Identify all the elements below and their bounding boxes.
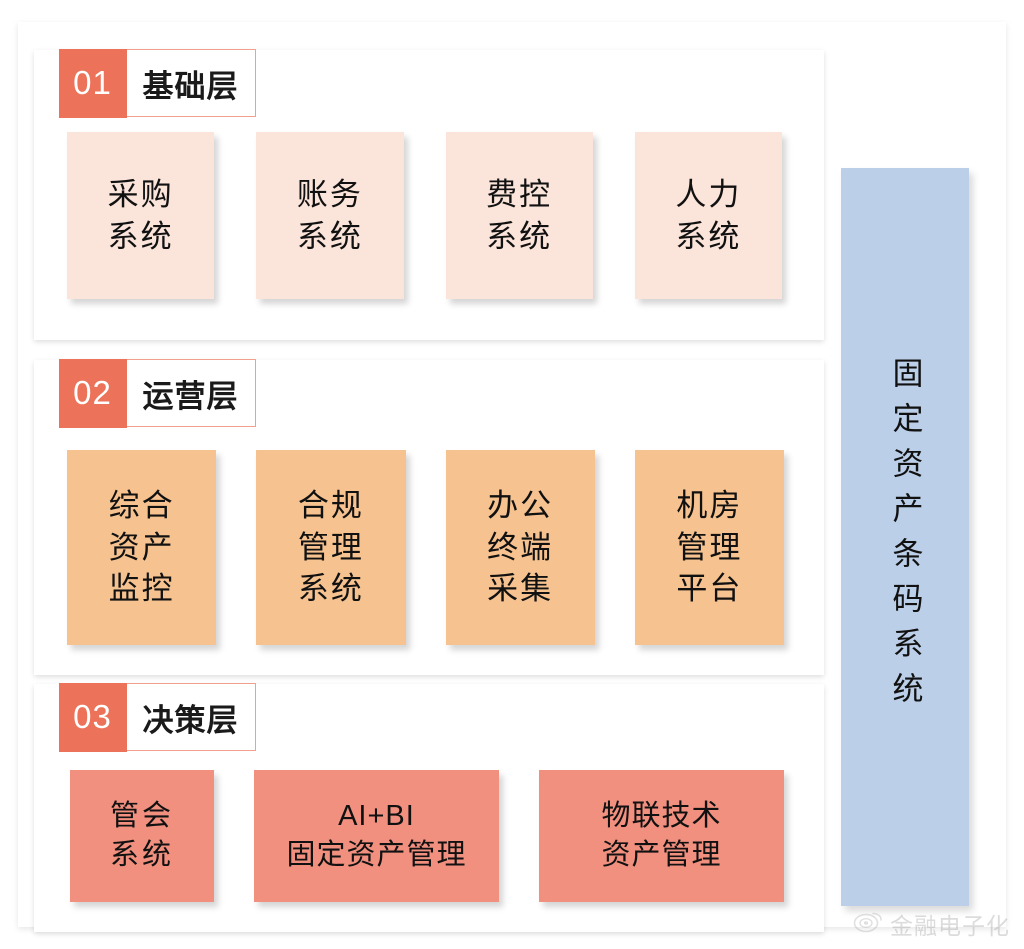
system-box-hegui-guanli[interactable]: 合规 管理 系统	[256, 450, 406, 645]
box-line: 固定资产管理	[286, 839, 467, 871]
box-line: AI+BI	[338, 800, 415, 833]
system-box-feikong[interactable]: 费控 系统	[445, 132, 593, 299]
layer-title-03: 决策层	[142, 702, 239, 738]
box-line: 终端	[487, 529, 554, 565]
layer-number-01: 01	[58, 48, 127, 118]
box-line: 管理	[676, 529, 743, 565]
system-box-zhangwu[interactable]: 账务 系统	[256, 132, 404, 299]
box-line: 人力	[675, 176, 742, 212]
layer-title-01: 基础层	[142, 68, 239, 104]
box-line: 采集	[487, 571, 554, 607]
box-line: 机房	[676, 488, 743, 524]
box-line: 费控	[486, 176, 553, 212]
system-box-wulian-zichan[interactable]: 物联技术 资产管理	[538, 770, 785, 902]
system-box-guanhui[interactable]: 管会 系统	[70, 770, 214, 902]
system-box-aibi-guding-zichan[interactable]: AI+BI 固定资产管理	[253, 770, 499, 902]
box-line: 系统	[486, 218, 553, 254]
box-line: 资产管理	[601, 839, 722, 871]
system-box-jifang-guanli[interactable]: 机房 管理 平台	[634, 450, 784, 645]
box-line: 监控	[108, 571, 175, 607]
layer-items-03: 管会 系统 AI+BI 固定资产管理 物联技术 资产管理	[34, 770, 824, 902]
box-line: 系统	[296, 218, 363, 254]
box-line: 系统	[297, 571, 364, 607]
layer-stack: 01 基础层 采购 系统 账务 系统 费控 系统 人力 系统	[34, 32, 824, 932]
layer-header-01: 01 基础层	[58, 48, 256, 118]
box-line: 账务	[296, 176, 363, 212]
box-line: 资产	[108, 529, 175, 565]
box-line: 合规	[297, 488, 364, 524]
layer-panel-02: 02 运营层 综合 资产 监控 合规 管理 系统 办公 终端 采集	[34, 358, 824, 675]
architecture-diagram: 01 基础层 采购 系统 账务 系统 费控 系统 人力 系统	[18, 22, 1006, 932]
layer-items-01: 采购 系统 账务 系统 费控 系统 人力 系统	[34, 132, 824, 299]
box-line: 采购	[107, 176, 174, 212]
layer-title-02: 运营层	[142, 378, 239, 414]
box-line: 办公	[487, 488, 554, 524]
box-line: 平台	[676, 571, 743, 607]
box-line: 物联技术	[601, 800, 722, 833]
layer-panel-03: 03 决策层 管会 系统 AI+BI 固定资产管理 物联技术 资产管理	[34, 682, 824, 932]
side-panel-label: 固定资产条码系统	[887, 357, 923, 717]
system-box-bangong-zhongduan[interactable]: 办公 终端 采集	[445, 450, 595, 645]
box-line: 管理	[297, 529, 364, 565]
layer-panel-01: 01 基础层 采购 系统 账务 系统 费控 系统 人力 系统	[34, 48, 824, 340]
side-panel-barcode-system[interactable]: 固定资产条码系统	[841, 168, 969, 906]
box-line: 管会	[109, 800, 174, 833]
box-line: 系统	[107, 218, 174, 254]
box-line: 系统	[109, 839, 174, 871]
layer-header-03: 03 决策层	[58, 682, 256, 752]
system-box-caigou[interactable]: 采购 系统	[67, 132, 215, 299]
layer-number-03: 03	[58, 682, 127, 752]
layer-header-02: 02 运营层	[58, 358, 256, 428]
box-line: 系统	[675, 218, 742, 254]
layer-items-02: 综合 资产 监控 合规 管理 系统 办公 终端 采集 机房 管理 平台	[34, 450, 824, 645]
box-line: 综合	[108, 488, 175, 524]
layer-number-02: 02	[58, 358, 127, 428]
system-box-renli[interactable]: 人力 系统	[634, 132, 782, 299]
system-box-zonghe-zichan-jiankong[interactable]: 综合 资产 监控	[67, 450, 217, 645]
